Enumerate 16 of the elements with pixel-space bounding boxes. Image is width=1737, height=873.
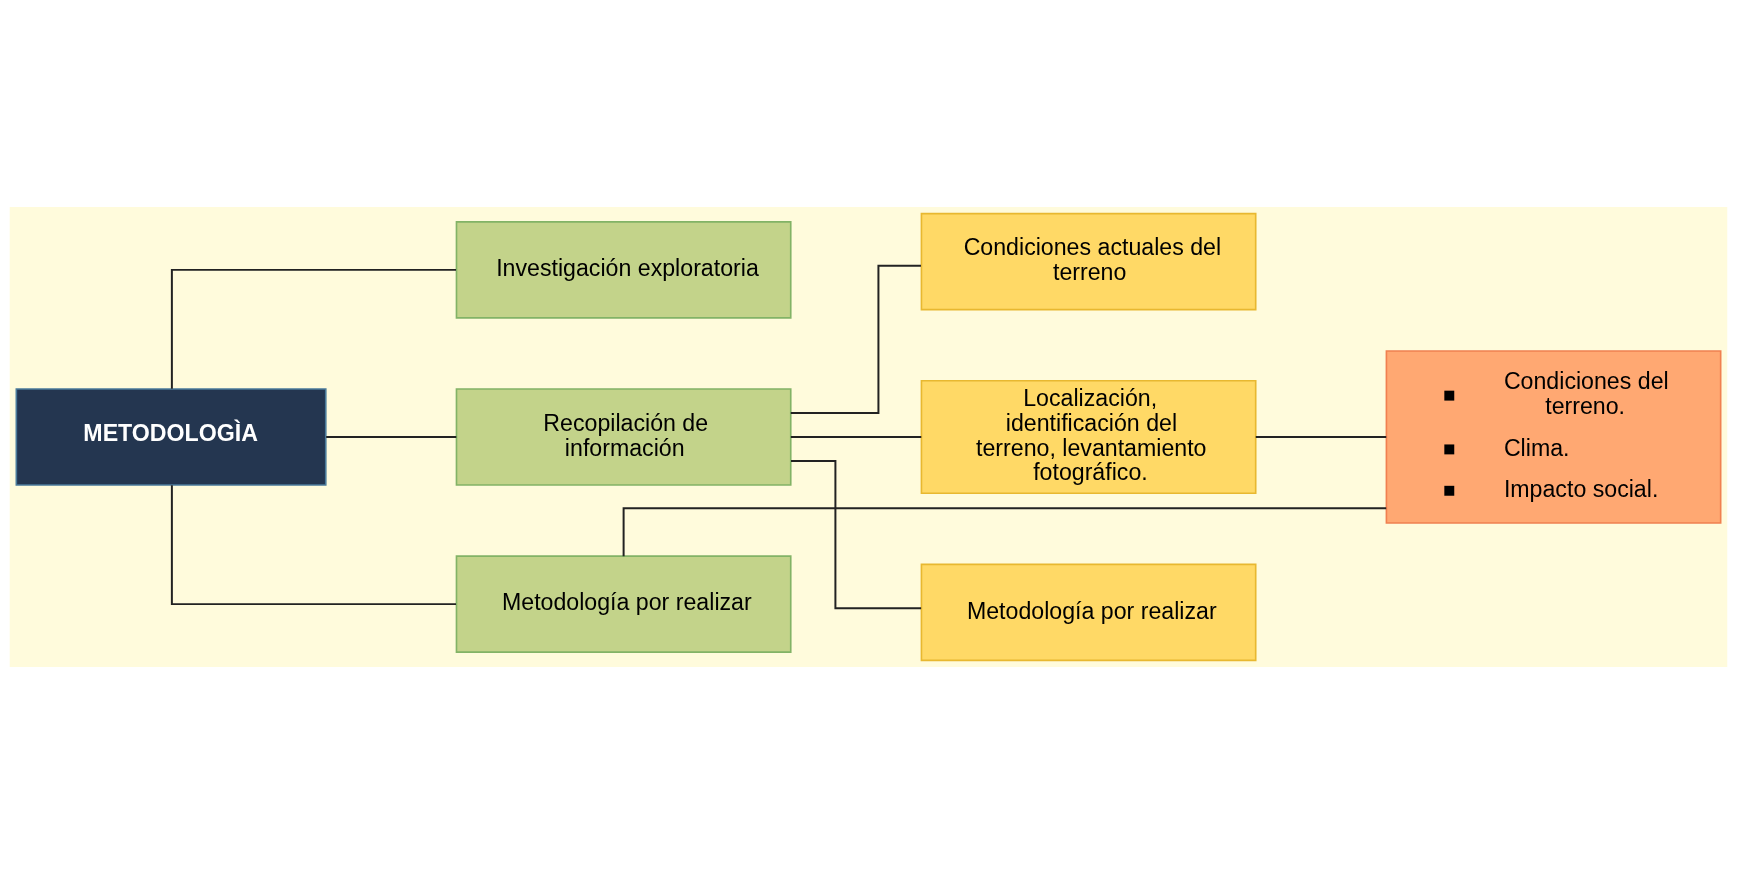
connector xyxy=(622,506,1388,557)
connector xyxy=(1254,435,1388,438)
node-box: Localización, identificación del terreno, levantamiento fotográfico. xyxy=(920,379,1257,494)
node-box: METODOLOGÌA xyxy=(15,387,327,486)
connector xyxy=(170,268,458,390)
node-box: Recopilación de información xyxy=(455,387,792,486)
connector xyxy=(789,435,923,438)
connector xyxy=(170,483,458,605)
node-box: Condiciones del terreno. Clima. Impacto social. xyxy=(1385,349,1722,524)
connector xyxy=(790,459,923,609)
connector xyxy=(789,264,922,414)
connector xyxy=(325,435,458,438)
node-box: Condiciones actuales del terreno xyxy=(920,212,1257,310)
node-box: Metodología por realizar xyxy=(920,563,1257,661)
node-box: Investigación exploratoria xyxy=(455,220,792,319)
node-box: Metodología por realizar xyxy=(455,554,792,653)
